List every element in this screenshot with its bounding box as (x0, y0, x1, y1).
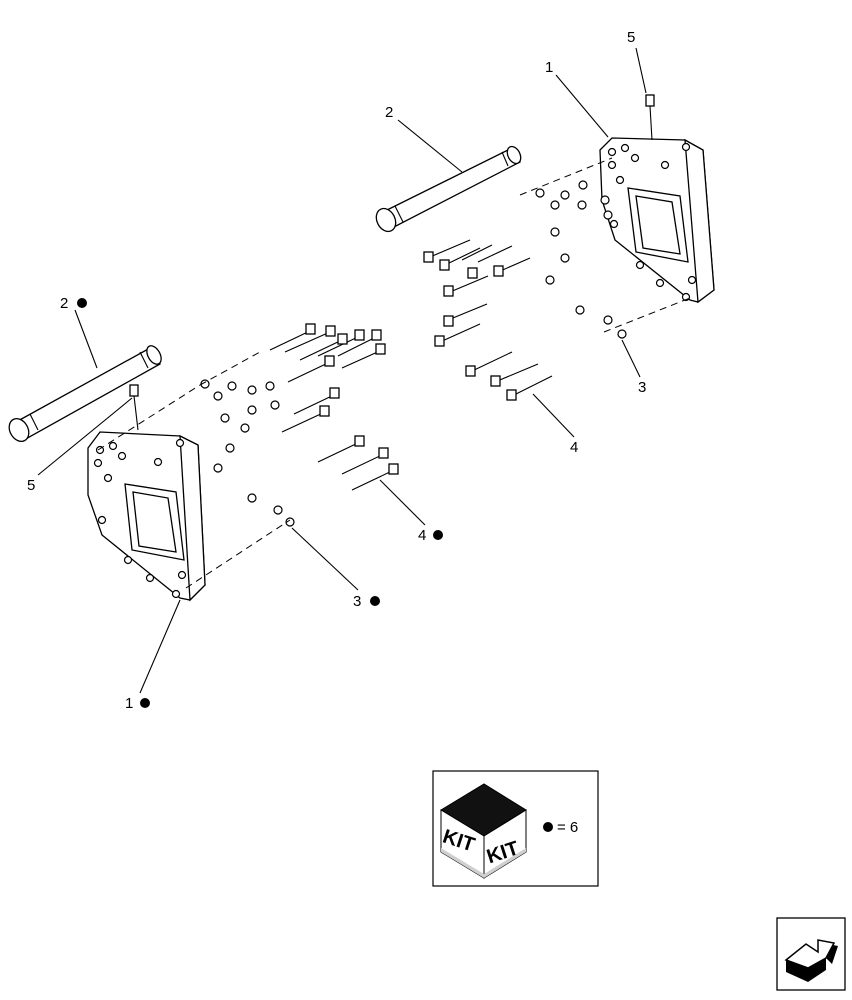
callout-5-left: 5 (27, 477, 35, 494)
callout-3-center: 3 (353, 593, 361, 610)
washer-set-right (535, 180, 627, 339)
callout-5-top: 5 (627, 29, 635, 46)
next-page-button[interactable] (776, 917, 846, 991)
kit-dot-1-bottom (140, 698, 150, 708)
kit-dot-4-center (433, 530, 443, 540)
kit-dot-3-center (370, 596, 380, 606)
callout-3-right: 3 (638, 379, 646, 396)
callout-4-center: 4 (418, 527, 426, 544)
housing-plate-left (87, 431, 206, 602)
alignment-lines-left (97, 351, 291, 589)
shaft-left (8, 345, 162, 443)
washer-set-left (200, 379, 295, 527)
alignment-lines-right (519, 157, 691, 333)
callout-2-left: 2 (60, 295, 68, 312)
bolt-set-right (423, 239, 553, 401)
kit-legend-dot (543, 822, 553, 832)
pin-right (645, 94, 655, 141)
callout-4-right: 4 (570, 439, 578, 456)
next-page-arrow-icon (784, 939, 838, 982)
bolt-set-left (269, 323, 399, 491)
callout-1-bottom: 1 (125, 695, 133, 712)
kit-legend: KIT KIT = 6 (432, 770, 599, 887)
shaft-upper (375, 145, 522, 233)
kit-dot-2-left (77, 298, 87, 308)
kit-box-icon: KIT KIT (440, 783, 527, 879)
callout-2-top: 2 (385, 104, 393, 121)
callout-1-top: 1 (545, 59, 553, 76)
leader-lines (37, 47, 647, 694)
pin-left (129, 384, 139, 431)
kit-legend-text: = 6 (557, 819, 578, 836)
housing-plate-right (599, 137, 715, 304)
